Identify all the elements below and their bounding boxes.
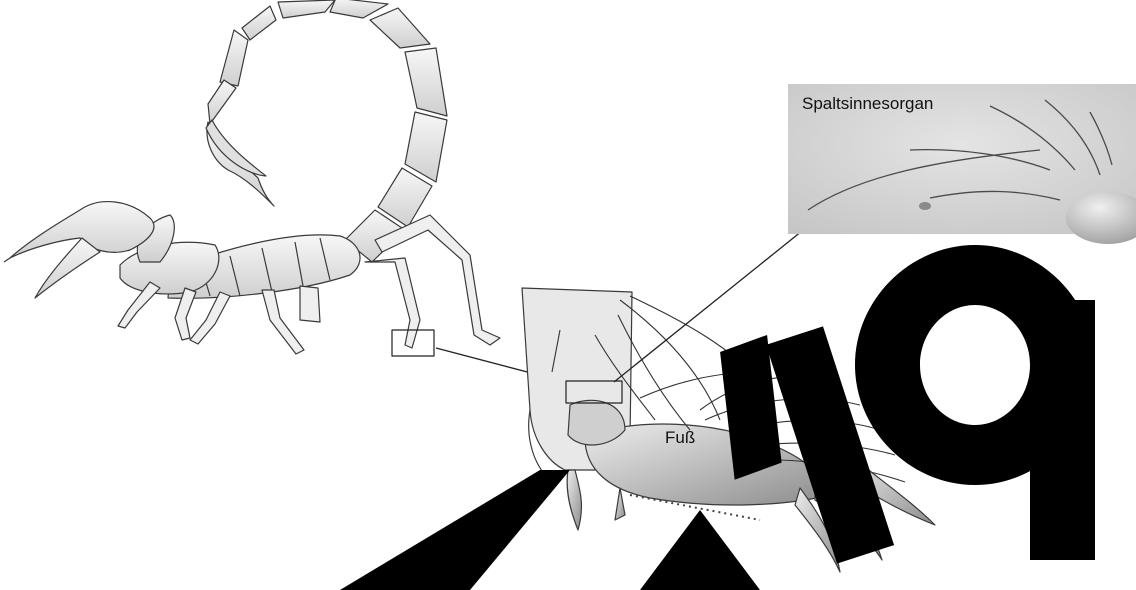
scorpion-drawing bbox=[4, 0, 500, 356]
scorpion-tail bbox=[206, 0, 447, 262]
sensory-organ-label: Spaltsinnesorgan bbox=[802, 94, 933, 114]
foot-label: Fuß bbox=[665, 428, 695, 448]
scorpion-carapace bbox=[120, 242, 219, 294]
